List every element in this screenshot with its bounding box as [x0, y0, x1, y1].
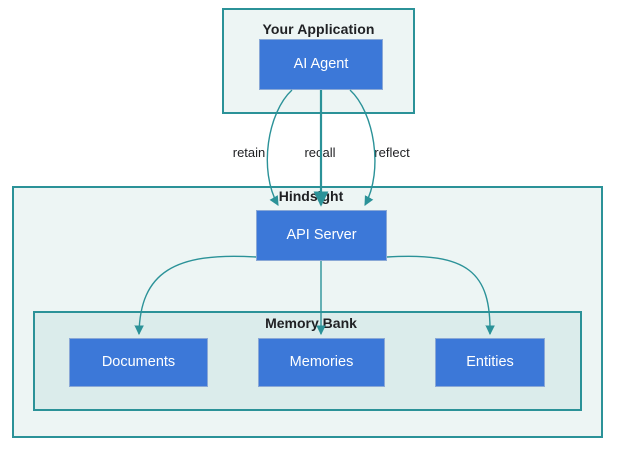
edge-label-reflect: reflect — [374, 145, 410, 160]
group-title-memory-bank: Memory Bank — [258, 315, 364, 331]
group-title-hindsight: Hindsight — [261, 188, 361, 204]
node-label-api-server: API Server — [286, 226, 357, 243]
node-label-entities: Entities — [466, 353, 514, 370]
node-api-server[interactable]: API Server — [256, 210, 387, 261]
node-memories[interactable]: Memories — [258, 338, 385, 387]
edge-label-recall: recall — [304, 145, 336, 160]
node-label-memories: Memories — [289, 353, 354, 370]
node-ai-agent[interactable]: AI Agent — [259, 39, 383, 90]
group-title-your-application: Your Application — [262, 21, 375, 37]
node-entities[interactable]: Entities — [435, 338, 545, 387]
node-label-documents: Documents — [101, 353, 176, 370]
node-documents[interactable]: Documents — [69, 338, 208, 387]
edge-label-retain: retain — [232, 145, 266, 160]
node-label-ai-agent: AI Agent — [293, 55, 349, 72]
